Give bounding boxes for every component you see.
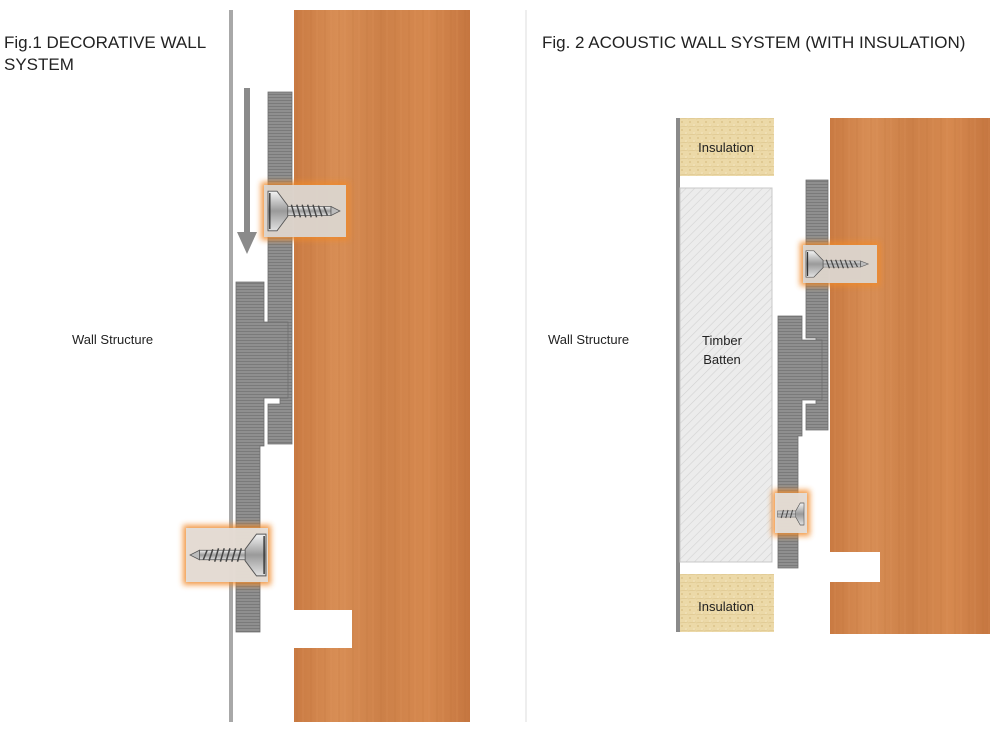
screw-icon (261, 182, 349, 240)
screw-icon (183, 525, 271, 585)
figure2-diagram (676, 118, 990, 634)
insulation-top-label: Insulation (698, 140, 754, 155)
timber-batten (679, 187, 773, 563)
timber-batten-label: Timber Batten (702, 333, 742, 367)
down-arrow-icon (237, 88, 257, 254)
fig2-wall-structure-label: Wall Structure (548, 332, 630, 347)
screw-icon (800, 242, 880, 286)
fig2-wood-panel (830, 118, 990, 634)
fig1-title: Fig.1 DECORATIVE WALL SYSTEM (4, 33, 206, 74)
fig2-wall-line (676, 118, 680, 632)
fig1-wall-line (229, 10, 233, 722)
screw-icon (772, 490, 810, 536)
fig2-title: Fig. 2 ACOUSTIC WALL SYSTEM (WITH INSULA… (542, 33, 966, 52)
insulation-bottom-label: Insulation (698, 599, 754, 614)
fig1-wall-structure-label: Wall Structure (72, 332, 154, 347)
insulation-bottom (680, 574, 774, 632)
figure1-diagram (183, 10, 527, 722)
insulation-top (680, 118, 774, 176)
fig1-wood-panel (294, 10, 470, 722)
